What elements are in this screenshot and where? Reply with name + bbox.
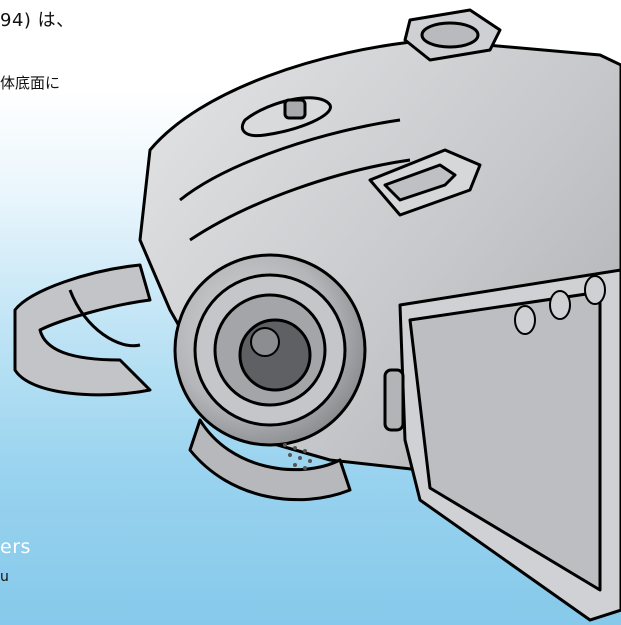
page-text-line-2: 体底面に <box>0 74 61 92</box>
camera-body <box>13 8 621 622</box>
cover-subtitle-fragment: u <box>0 569 9 585</box>
cover-title-fragment: ers <box>0 536 31 558</box>
button-row <box>514 275 606 335</box>
speaker-grille <box>283 443 312 470</box>
page-text-line-1: 94) は、 <box>0 10 75 31</box>
